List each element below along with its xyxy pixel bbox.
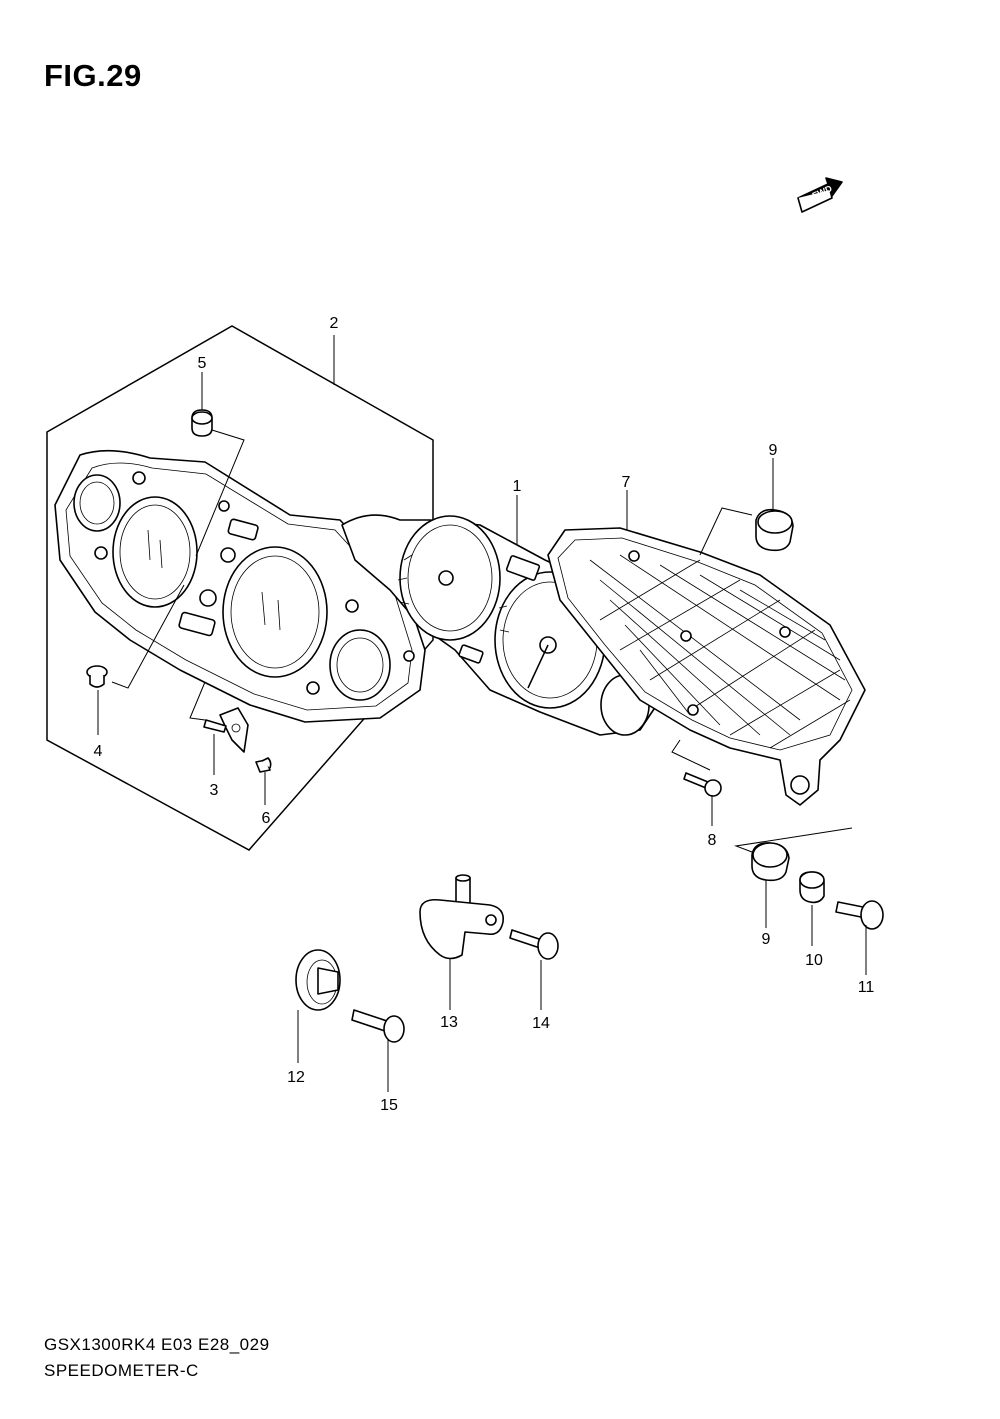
callout-9-upper: 9 xyxy=(769,442,778,459)
leader-lines xyxy=(97,335,867,1092)
callout-7: 7 xyxy=(622,474,631,491)
fwd-arrow-icon: FWD xyxy=(797,177,843,213)
bolt-part-11 xyxy=(835,900,884,930)
callout-13: 13 xyxy=(440,1014,458,1031)
bulb-socket-part-3 xyxy=(203,707,249,753)
callout-12: 12 xyxy=(287,1069,305,1086)
model-code: GSX1300RK4 E03 E28_029 xyxy=(44,1335,270,1354)
callout-4: 4 xyxy=(94,743,103,760)
screw-part-8 xyxy=(683,772,722,797)
pin-part-4 xyxy=(86,665,108,688)
screw-part-6 xyxy=(255,757,272,773)
rear-case-part-7 xyxy=(547,527,866,806)
callout-8: 8 xyxy=(708,832,717,849)
bolt-part-14 xyxy=(509,929,559,960)
callout-6: 6 xyxy=(262,810,271,827)
grommet-part-5 xyxy=(191,409,213,437)
callout-10: 10 xyxy=(805,952,823,969)
speed-sensor-part-13 xyxy=(419,874,505,960)
callout-11: 11 xyxy=(858,979,875,996)
collar-part-10 xyxy=(799,871,825,904)
grommet-part-9-upper xyxy=(755,508,794,552)
meter-body-part-1 xyxy=(341,514,661,736)
diagram-name: SPEEDOMETER-C xyxy=(44,1361,199,1380)
meter-cover-part-2 xyxy=(54,449,426,723)
callout-3: 3 xyxy=(210,782,219,799)
grommet-part-9-lower xyxy=(751,842,790,882)
callout-2: 2 xyxy=(330,315,339,332)
callout-15: 15 xyxy=(380,1097,398,1114)
callout-9-lower: 9 xyxy=(762,931,771,948)
callout-14: 14 xyxy=(532,1015,550,1032)
bolt-part-15 xyxy=(351,1009,405,1043)
sensor-rotor-part-12 xyxy=(295,949,341,1011)
callout-5: 5 xyxy=(198,355,207,372)
assembly-2-outline xyxy=(46,325,434,851)
callout-1: 1 xyxy=(513,478,522,495)
figure-title: FIG.29 xyxy=(44,58,142,93)
